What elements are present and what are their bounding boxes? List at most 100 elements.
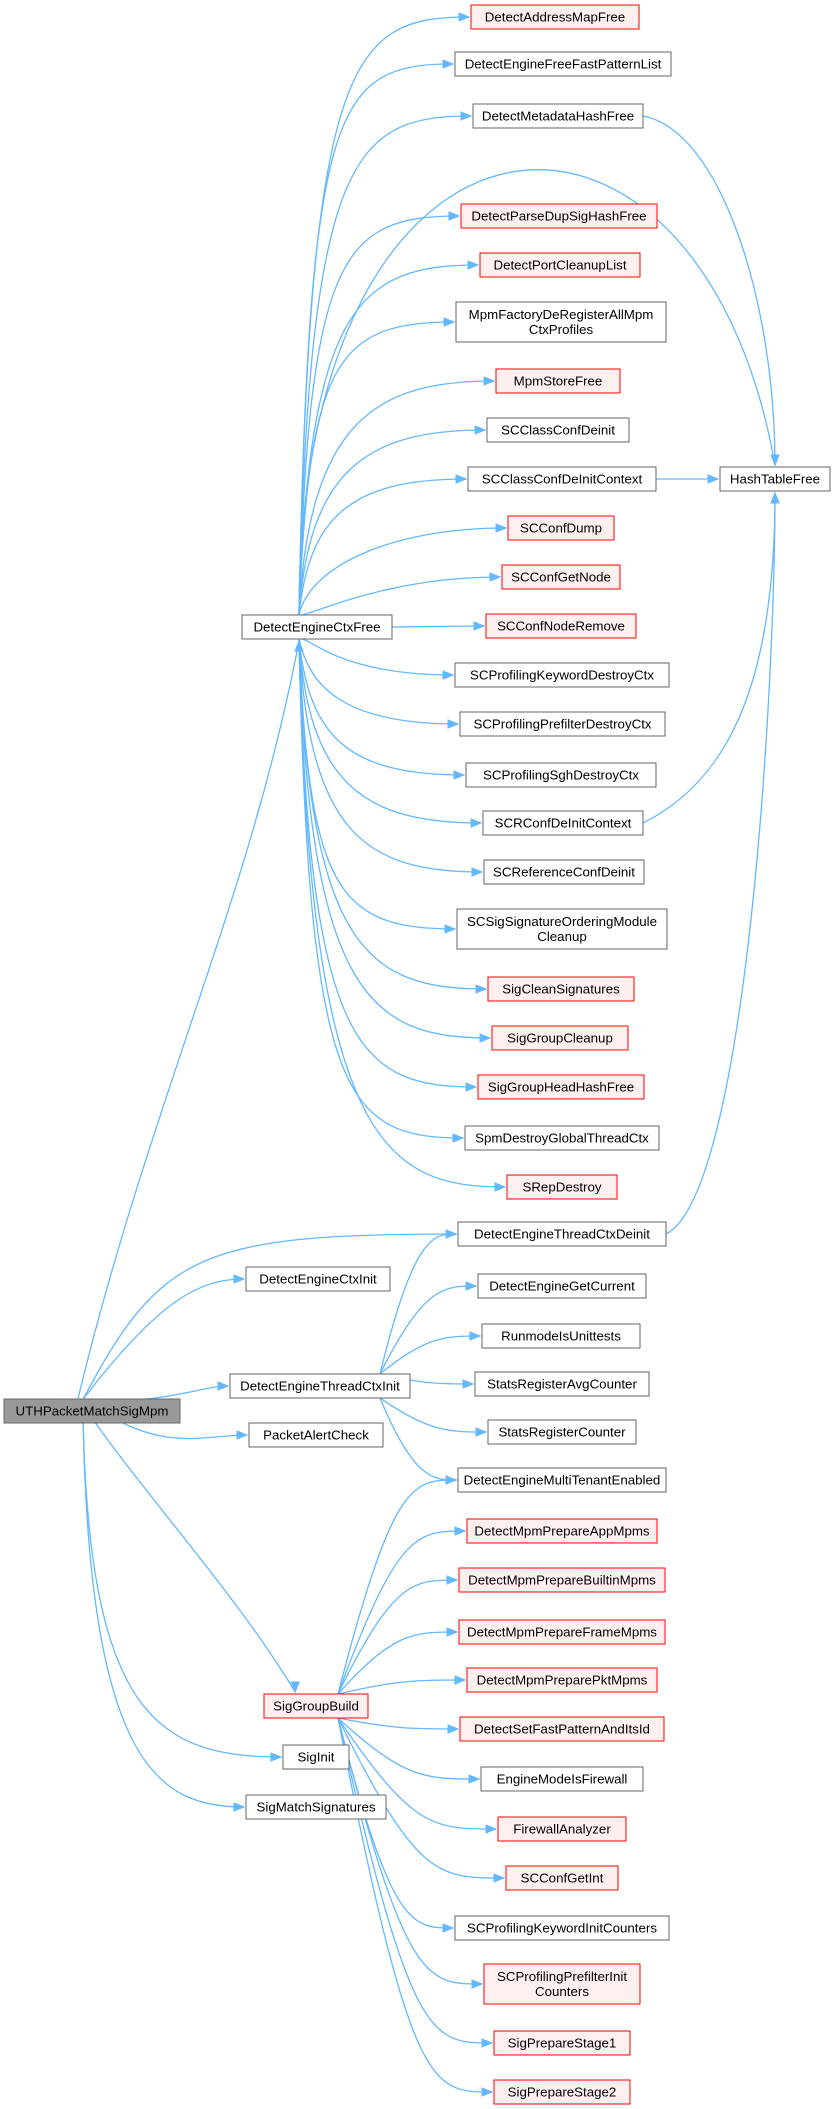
edge-dectxfree-to-sghhashfree [298, 638, 478, 1092]
node-alertcheck[interactable]: PacketAlertCheck [248, 1422, 384, 1448]
node-refconfdeinit[interactable]: SCReferenceConfDeinit [483, 859, 645, 885]
edge-sigbuild-to-mpmbuiltin [337, 1575, 459, 1695]
node-hashfree[interactable]: HashTableFree [719, 466, 831, 492]
edge-dectxfree-to-sigclean [298, 638, 488, 994]
edge-rconfdeinit-to-hashfree [642, 491, 780, 824]
node-sghhashfree[interactable]: SigGroupHeadHashFree [477, 1074, 645, 1100]
node-mpmstore[interactable]: MpmStoreFree [495, 368, 621, 394]
edge-dectxfree-to-confdump [298, 523, 508, 616]
node-label: DetectEngineCtxInit [259, 1272, 377, 1287]
node-profkwinit[interactable]: SCProfilingKeywordInitCounters [454, 1915, 670, 1941]
node-portclean[interactable]: DetectPortCleanupList [479, 252, 641, 278]
node-mpmbuiltin[interactable]: DetectMpmPrepareBuiltinMpms [458, 1567, 666, 1593]
node-classdeinit[interactable]: SCClassConfDeinit [486, 417, 630, 443]
node-label: SCProfilingKeywordDestroyCtx [470, 668, 654, 683]
node-fastpat[interactable]: DetectEngineFreeFastPatternList [454, 51, 672, 77]
node-classdeinitctx[interactable]: SCClassConfDeInitContext [467, 466, 657, 492]
edge-sigbuild-to-firewall [337, 1717, 481, 1784]
node-label: SigPrepareStage1 [508, 2036, 617, 2051]
edge-dectxfree-to-dupsig [298, 211, 461, 616]
edge-sigbuild-to-multitenant [337, 1475, 458, 1695]
node-matchsigs[interactable]: SigMatchSignatures [245, 1794, 387, 1820]
node-label: DetectEngineGetCurrent [489, 1279, 635, 1294]
edge-dectxfree-to-fastpat [298, 59, 455, 616]
node-sggclean[interactable]: SigGroupCleanup [491, 1025, 629, 1051]
node-sigint[interactable]: SigInit [282, 1744, 350, 1770]
node-label: DetectAddressMapFree [485, 10, 625, 25]
node-multitenant[interactable]: DetectEngineMultiTenantEnabled [457, 1467, 667, 1493]
node-label: MpmFactoryDeRegisterAllMpm [469, 307, 654, 322]
edge-dectxfree-to-mpmstore [298, 376, 496, 616]
node-prep1[interactable]: SigPrepareStage1 [493, 2030, 631, 2056]
node-mpmapp[interactable]: DetectMpmPrepareAppMpms [466, 1518, 658, 1544]
node-addrmap[interactable]: DetectAddressMapFree [470, 4, 640, 30]
node-confdump[interactable]: SCConfDump [507, 515, 615, 541]
node-label: DetectMetadataHashFree [482, 109, 634, 124]
edge-sigbuild-to-mpmframe [337, 1627, 459, 1695]
node-dupsig[interactable]: DetectParseDupSigHashFree [460, 203, 658, 229]
node-uth: UTHPacketMatchSigMpm [3, 1398, 181, 1424]
node-dectxfree[interactable]: DetectEngineCtxFree [241, 614, 393, 640]
node-profkwdestroy[interactable]: SCProfilingKeywordDestroyCtx [454, 662, 670, 688]
node-label: SigGroupCleanup [507, 1031, 613, 1046]
node-label: SigGroupHeadHashFree [488, 1080, 634, 1095]
node-srepdestroy[interactable]: SRepDestroy [506, 1174, 618, 1200]
node-spmdestroy[interactable]: SpmDestroyGlobalThreadCtx [464, 1125, 660, 1151]
function-nodes: UTHPacketMatchSigMpmDetectEngineCtxFreeD… [3, 4, 831, 2105]
edge-uth-to-sigbuild [94, 1422, 300, 1694]
node-label: SCConfDump [520, 521, 602, 536]
node-label: Counters [535, 1984, 589, 1999]
edge-sigbuild-to-setfast [337, 1717, 460, 1734]
node-label: SCProfilingPrefilterInit [497, 1969, 627, 1984]
edge-dectxfree-to-srepdestroy [298, 638, 507, 1192]
node-label: DetectMpmPrepareBuiltinMpms [468, 1573, 656, 1588]
node-label: DetectEngineMultiTenantEnabled [464, 1473, 661, 1488]
edge-classdeinitctx-to-hashfree [656, 474, 720, 484]
edge-sigbuild-to-fwanalyzer [337, 1717, 498, 1834]
node-setfast[interactable]: DetectSetFastPatternAndItsId [459, 1716, 665, 1742]
node-getcurrent[interactable]: DetectEngineGetCurrent [477, 1273, 647, 1299]
node-metahash[interactable]: DetectMetadataHashFree [472, 103, 644, 129]
node-statscounter[interactable]: StatsRegisterCounter [487, 1419, 637, 1445]
node-label: StatsRegisterCounter [498, 1425, 626, 1440]
node-fwanalyzer[interactable]: FirewallAnalyzer [497, 1816, 627, 1842]
node-label: DetectMpmPrepareFrameMpms [467, 1625, 657, 1640]
edge-dectxfree-to-mpmfactory [298, 317, 456, 616]
node-mpmpkt[interactable]: DetectMpmPreparePktMpms [466, 1667, 658, 1693]
node-mpmframe[interactable]: DetectMpmPrepareFrameMpms [458, 1619, 666, 1645]
node-profprefdestroy[interactable]: SCProfilingPrefilterDestroyCtx [459, 711, 666, 737]
node-label: SCClassConfDeinit [501, 423, 615, 438]
node-confgetint[interactable]: SCConfGetInt [505, 1865, 619, 1891]
edge-threaddeinit-to-hashfree [665, 491, 780, 1235]
node-runmodeunit[interactable]: RunmodeIsUnittests [481, 1323, 641, 1349]
node-statsavg[interactable]: StatsRegisterAvgCounter [474, 1371, 650, 1397]
node-prep2[interactable]: SigPrepareStage2 [493, 2079, 631, 2105]
node-sigclean[interactable]: SigCleanSignatures [487, 976, 635, 1002]
node-threadinit[interactable]: DetectEngineThreadCtxInit [229, 1373, 411, 1399]
node-ctxinit[interactable]: DetectEngineCtxInit [245, 1266, 391, 1292]
node-label: StatsRegisterAvgCounter [487, 1377, 637, 1392]
edge-dectxfree-to-profsghdestroy [298, 638, 466, 780]
node-label: DetectEngineCtxFree [253, 620, 380, 635]
node-rconfdeinit[interactable]: SCRConfDeInitContext [482, 810, 644, 836]
node-label: MpmStoreFree [514, 374, 603, 389]
node-threaddeinit[interactable]: DetectEngineThreadCtxDeinit [457, 1221, 667, 1247]
node-sigbuild[interactable]: SigGroupBuild [263, 1693, 369, 1719]
node-label: SCConfNodeRemove [497, 619, 625, 634]
node-firewall[interactable]: EngineModeIsFirewall [480, 1766, 644, 1792]
call-edges [77, 12, 780, 2097]
node-label: SCClassConfDeInitContext [482, 472, 643, 487]
node-label: SCConfGetInt [521, 1871, 604, 1886]
node-label: SCProfilingPrefilterDestroyCtx [473, 717, 651, 732]
edge-metahash-to-hashfree [642, 115, 780, 467]
node-confgetnode[interactable]: SCConfGetNode [501, 564, 621, 590]
node-profsghdestroy[interactable]: SCProfilingSghDestroyCtx [465, 762, 657, 788]
edge-sigbuild-to-profprefinit [337, 1717, 484, 1989]
node-confnoderemove[interactable]: SCConfNodeRemove [485, 613, 637, 639]
edge-dectxfree-to-metahash [298, 111, 473, 616]
node-label: RunmodeIsUnittests [501, 1329, 621, 1344]
node-label: DetectMpmPreparePktMpms [477, 1673, 648, 1688]
